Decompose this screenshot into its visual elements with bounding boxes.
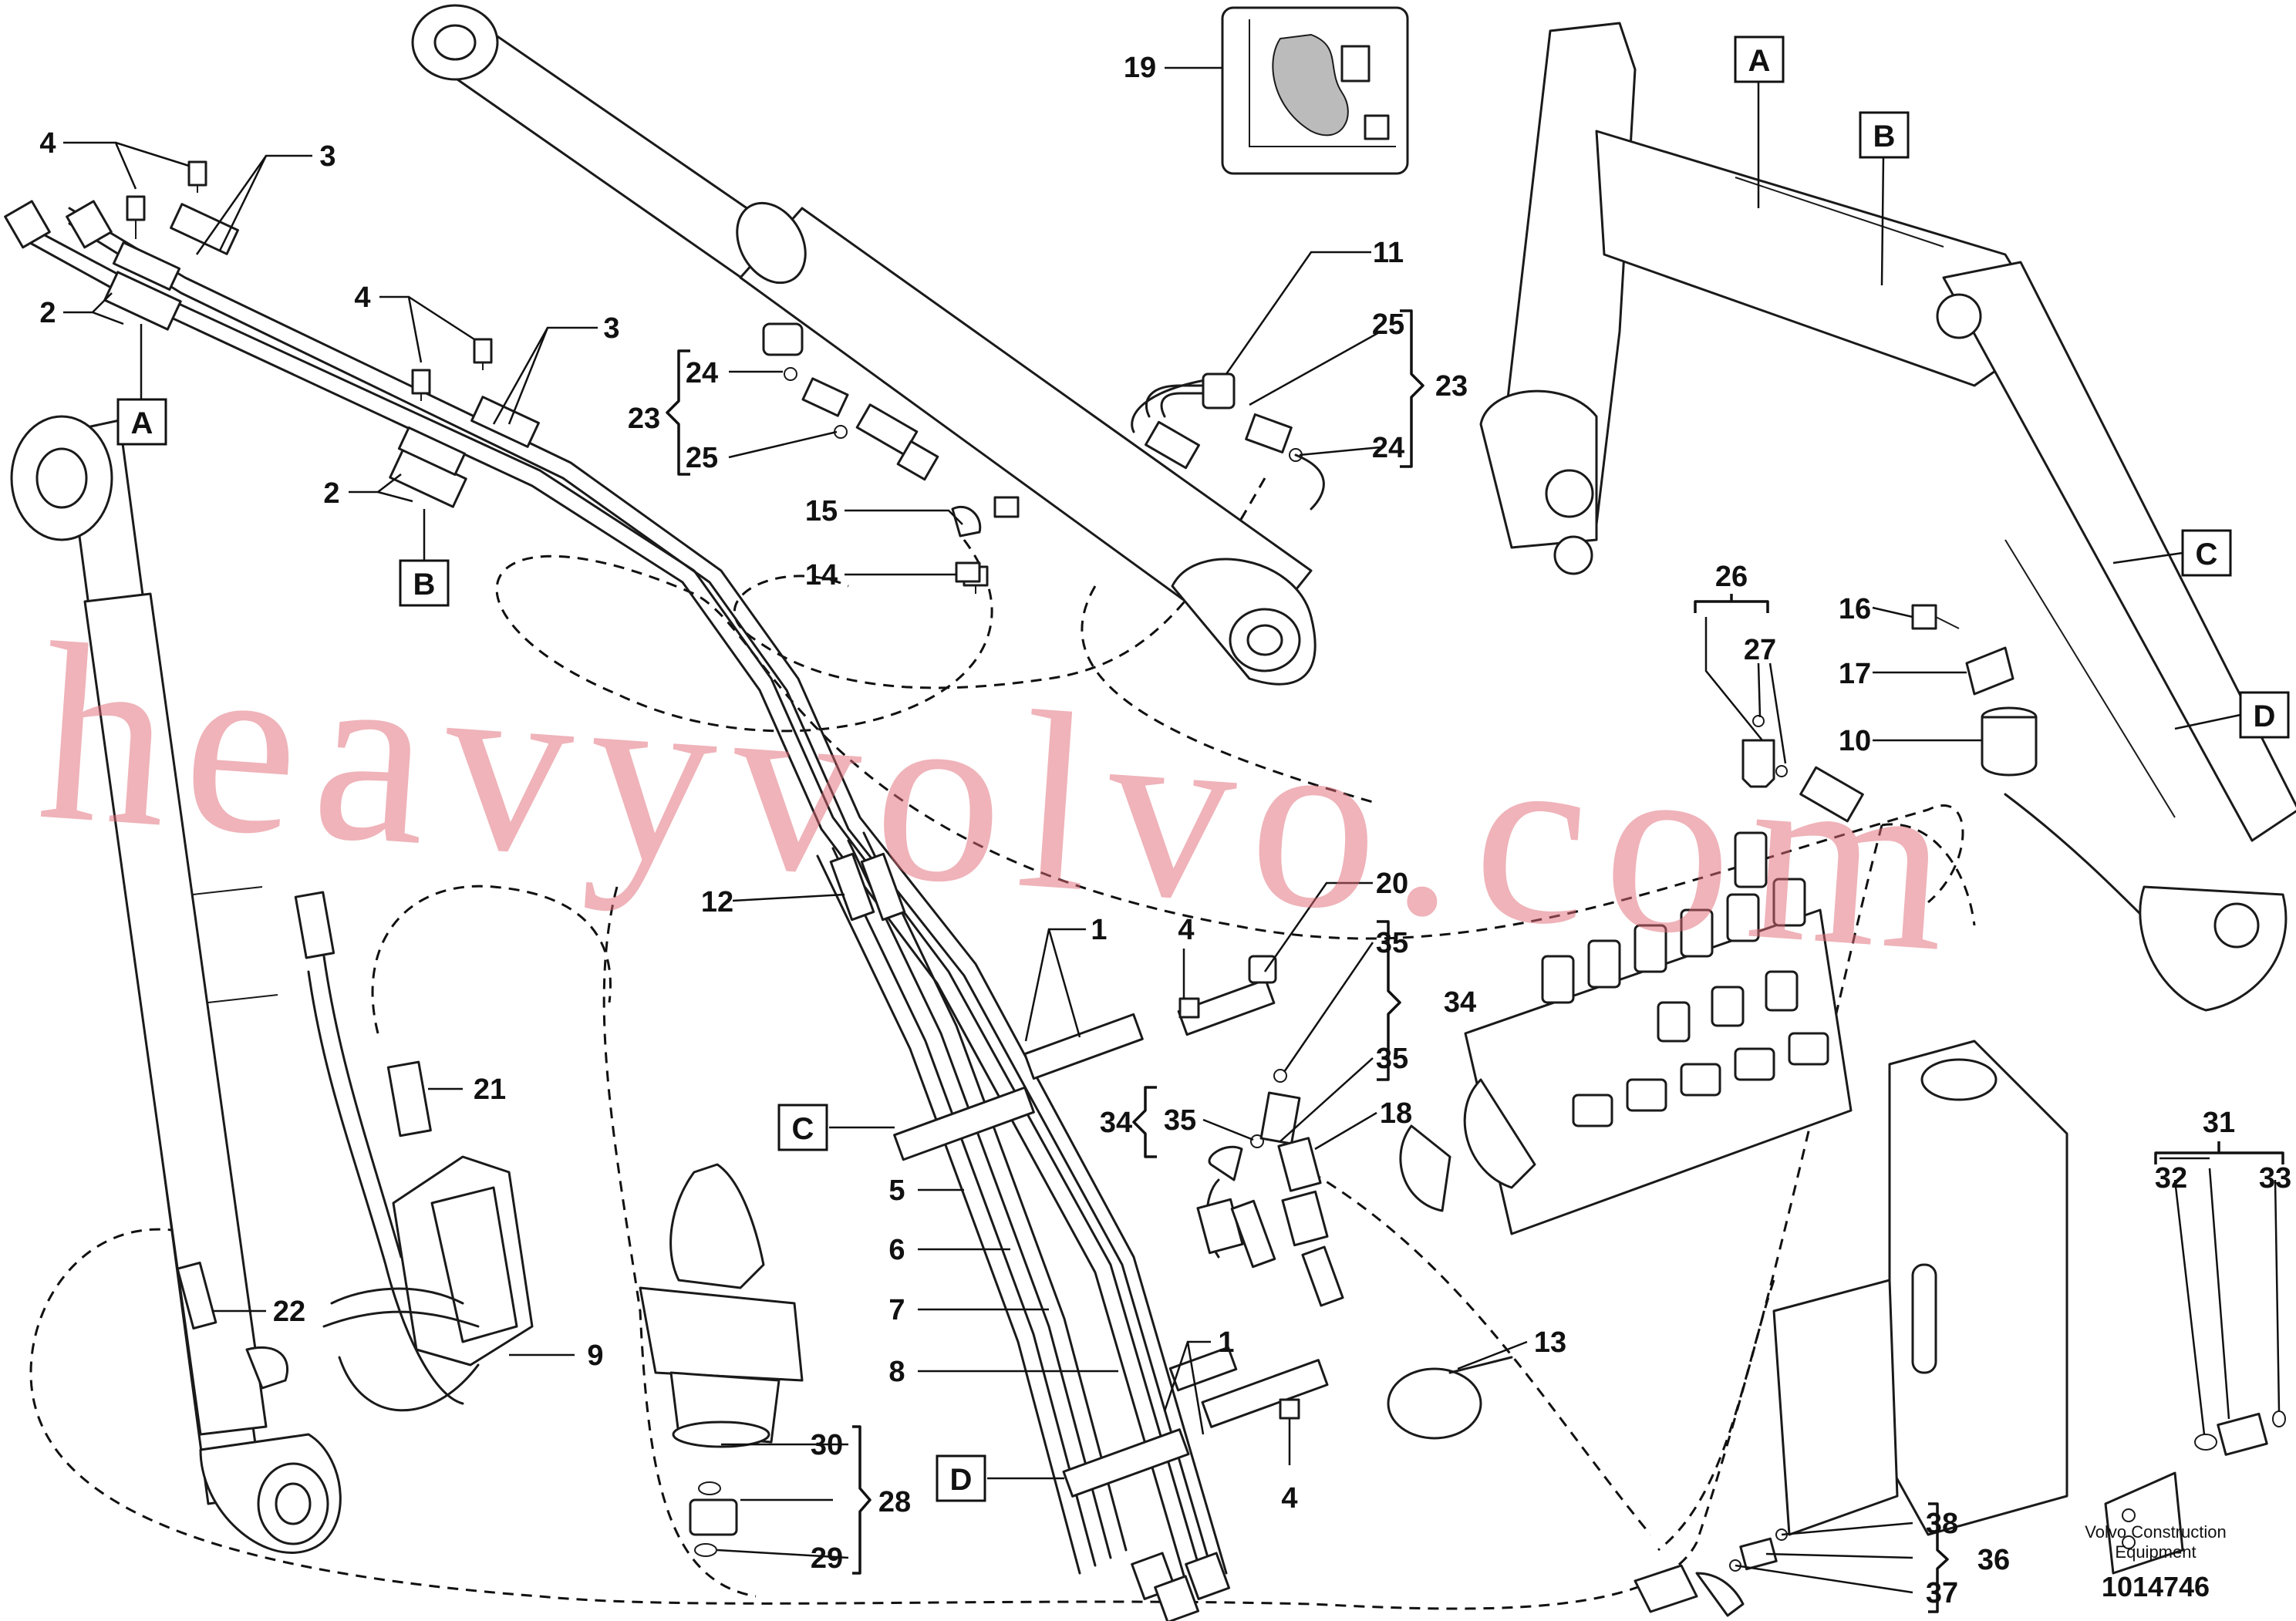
callout-35: 35 — [1376, 1043, 1408, 1075]
callout-numbers: 4 3 2 4 3 2 19 11 24 23 25 25 23 24 15 1… — [39, 52, 2291, 1609]
reference-box-a-right: A — [1734, 35, 1785, 83]
callout-2: 2 — [323, 477, 339, 510]
callout-20: 20 — [1376, 868, 1408, 900]
callout-21: 21 — [474, 1073, 506, 1106]
reference-box-a-left: A — [116, 398, 167, 446]
callout-23: 23 — [628, 403, 660, 435]
braces — [666, 309, 2284, 1613]
callout-27: 27 — [1744, 634, 1776, 666]
callout-36: 36 — [1977, 1544, 2010, 1576]
fittings-right — [1230, 1199, 2286, 1617]
valve-block-9 — [176, 891, 534, 1412]
reference-box-c-left: C — [777, 1104, 828, 1151]
hydraulic-pipes — [4, 200, 1231, 1621]
fittings-upper — [784, 367, 1325, 583]
callout-19: 19 — [1124, 52, 1156, 84]
svg-text:C: C — [792, 1112, 814, 1146]
pipe-clamps — [103, 203, 1329, 1498]
callout-11: 11 — [1373, 237, 1404, 269]
callout-15: 15 — [805, 495, 838, 527]
excavator-boom-right — [1479, 22, 2296, 1012]
caption-line-2: Equipment — [2115, 1542, 2196, 1562]
svg-text:D: D — [2254, 699, 2276, 733]
callout-3: 3 — [319, 140, 335, 173]
reference-box-c-right: C — [2181, 529, 2232, 577]
svg-text:D: D — [950, 1463, 973, 1497]
callout-28: 28 — [878, 1486, 911, 1518]
caption-line-1: Volvo Construction — [2085, 1522, 2226, 1542]
callout-24: 24 — [1372, 432, 1404, 464]
reference-box-d-left: D — [936, 1454, 986, 1502]
clamp-set-right — [1911, 604, 2153, 927]
callout-30: 30 — [811, 1429, 843, 1461]
callout-26: 26 — [1715, 561, 1748, 593]
boom-cylinder-left — [10, 415, 342, 1554]
callout-14: 14 — [805, 559, 838, 591]
document-number: 1014746 — [2102, 1571, 2210, 1602]
svg-text:A: A — [1748, 44, 1771, 78]
callout-32: 32 — [2155, 1162, 2187, 1195]
callout-31: 31 — [2203, 1107, 2235, 1139]
callout-5: 5 — [888, 1174, 905, 1207]
callout-10: 10 — [1839, 725, 1871, 757]
callout-13: 13 — [1534, 1326, 1566, 1359]
control-valve-bank — [1399, 715, 1864, 1235]
callout-6: 6 — [888, 1234, 905, 1266]
callout-4: 4 — [39, 127, 56, 160]
leader-lines — [63, 66, 2281, 1594]
callout-18: 18 — [1380, 1097, 1412, 1130]
fittings-middle — [1196, 955, 1513, 1440]
svg-text:B: B — [413, 568, 436, 602]
callout-38: 38 — [1926, 1508, 1958, 1540]
callout-3: 3 — [603, 312, 619, 345]
svg-text:B: B — [1873, 120, 1896, 153]
callout-8: 8 — [888, 1356, 905, 1388]
callout-23: 23 — [1435, 370, 1468, 403]
callout-35: 35 — [1376, 927, 1408, 959]
reference-box-b-left: B — [399, 559, 450, 607]
callout-1: 1 — [1091, 914, 1107, 946]
callout-17: 17 — [1839, 658, 1871, 690]
joystick-control — [639, 1163, 804, 1557]
callout-37: 37 — [1926, 1577, 1958, 1609]
svg-text:C: C — [2196, 538, 2218, 571]
hose-routing-dashed — [29, 477, 1976, 1610]
callout-2: 2 — [39, 297, 56, 329]
callout-25: 25 — [686, 442, 718, 474]
callout-16: 16 — [1839, 593, 1871, 625]
callout-25: 25 — [1372, 308, 1404, 341]
callout-33: 33 — [2259, 1162, 2291, 1195]
reference-boxes: A B C D A B C D — [116, 35, 2290, 1502]
reference-box-d-right: D — [2239, 691, 2290, 739]
callout-29: 29 — [811, 1542, 843, 1575]
callout-12: 12 — [701, 886, 733, 918]
callout-4: 4 — [354, 281, 370, 314]
callout-1: 1 — [1218, 1326, 1234, 1359]
caption: Volvo Construction Equipment 1014746 — [2085, 1522, 2226, 1602]
bolts — [126, 160, 1300, 1420]
reference-box-b-right: B — [1859, 111, 1910, 159]
callout-34: 34 — [1100, 1107, 1132, 1139]
hydraulic-tank — [1772, 1040, 2184, 1575]
arm-cylinder-upper — [411, 4, 1317, 686]
callout-4: 4 — [1281, 1482, 1297, 1515]
callout-4: 4 — [1178, 914, 1194, 946]
working-range-inset-19 — [1221, 6, 1409, 175]
callout-7: 7 — [888, 1294, 905, 1326]
valve-spools — [1541, 878, 1829, 1127]
svg-text:A: A — [131, 406, 153, 440]
callout-34: 34 — [1444, 986, 1476, 1019]
callout-9: 9 — [587, 1340, 603, 1372]
callout-22: 22 — [273, 1296, 305, 1328]
callout-35: 35 — [1164, 1104, 1196, 1137]
callout-24: 24 — [686, 357, 718, 389]
